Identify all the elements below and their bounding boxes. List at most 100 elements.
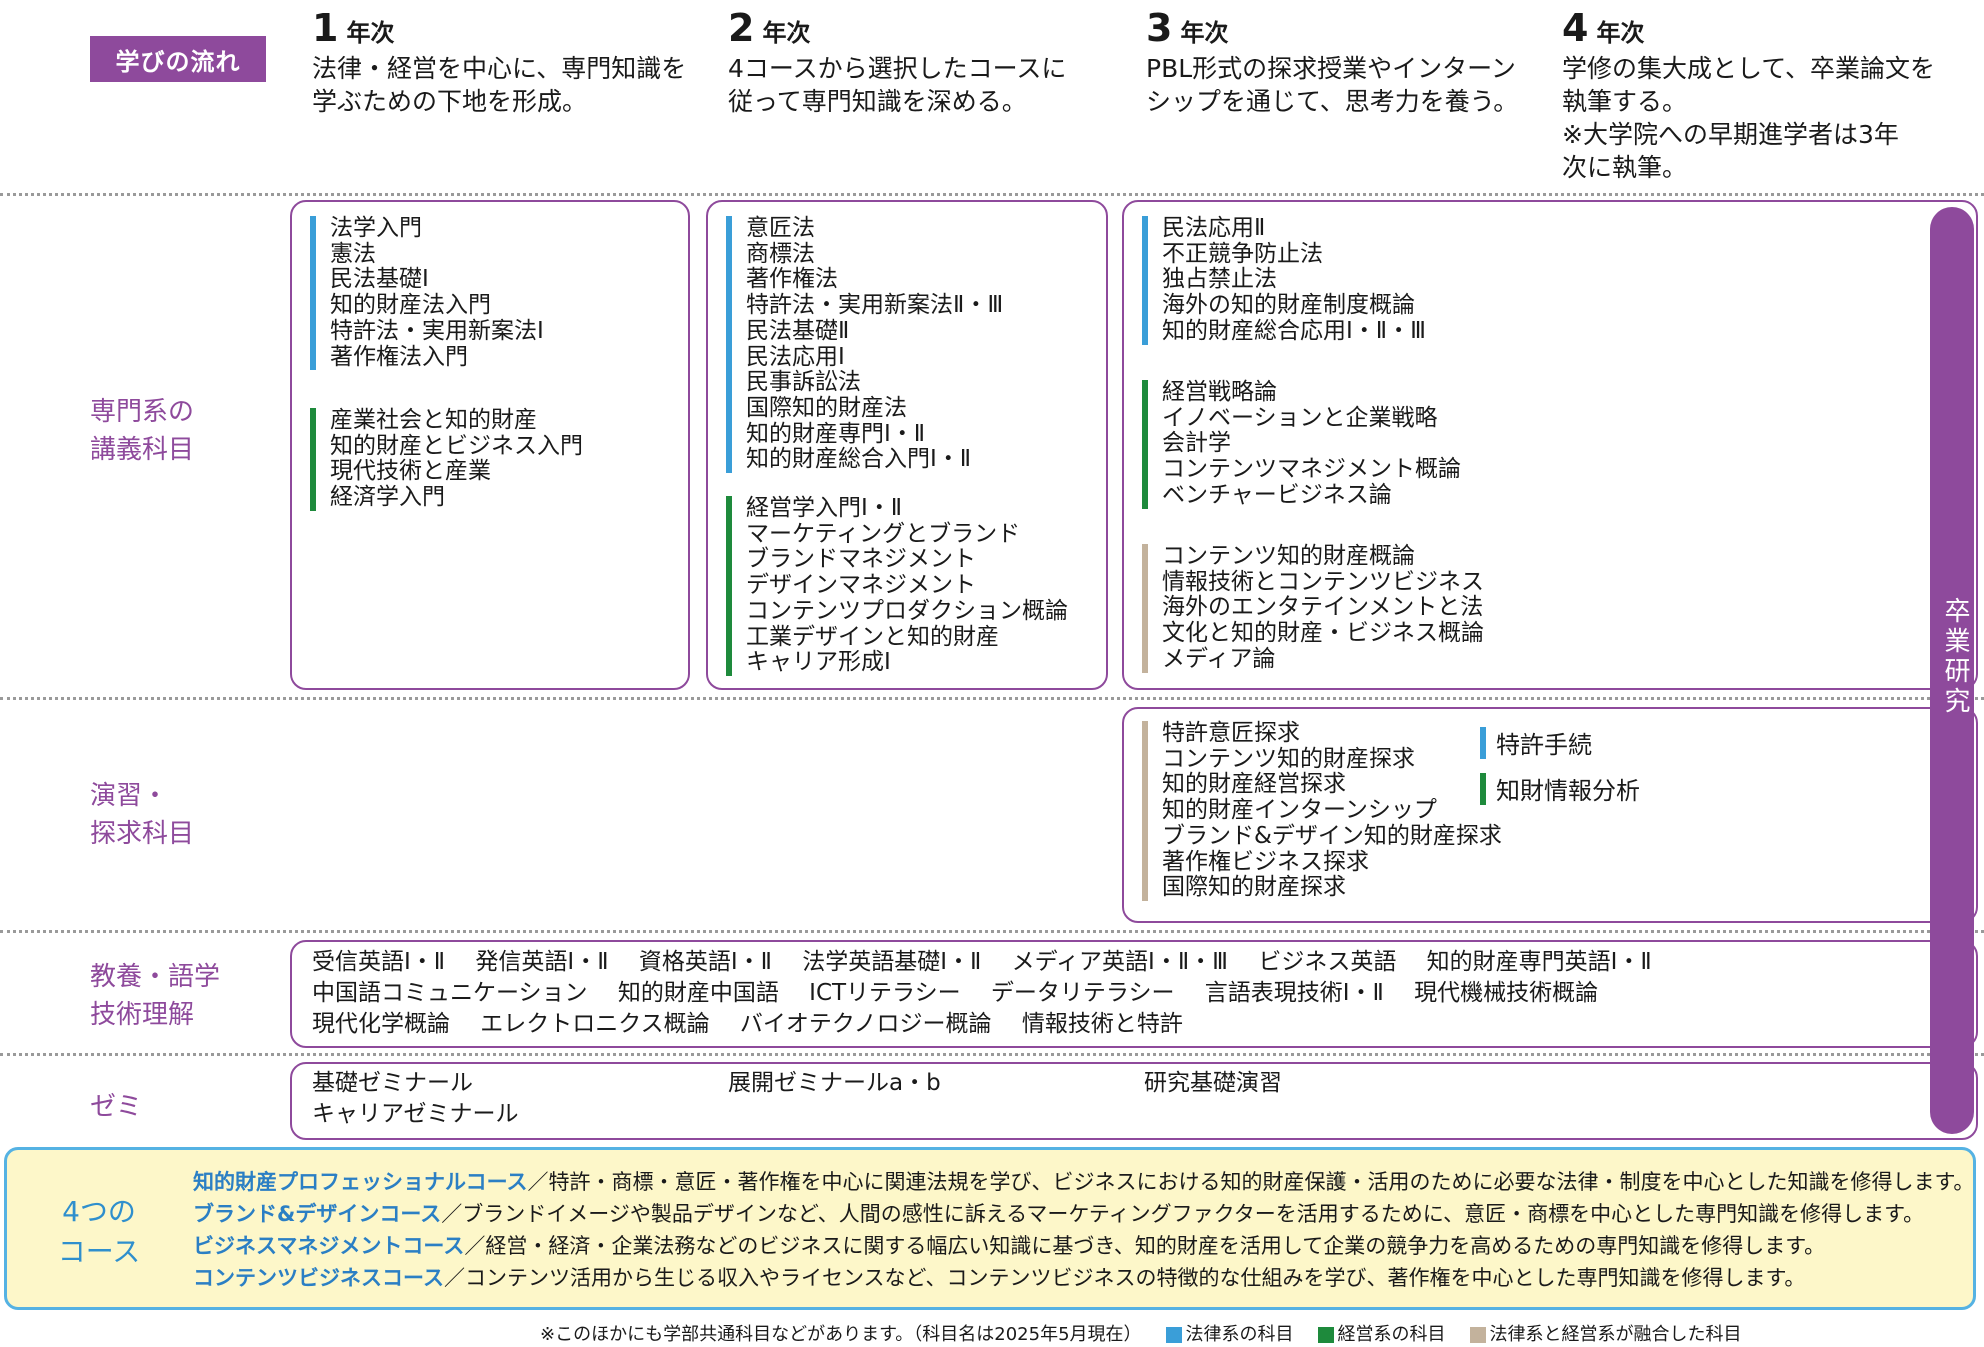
list-item: 憲法 xyxy=(330,240,376,267)
practice-item-label: 特許手続 xyxy=(1496,731,1592,759)
list-item: コンテンツプロダクション概論 xyxy=(746,597,1068,624)
mixed-course-group: コンテンツ知的財産概論 情報技術とコンテンツビジネス 海外のエンタテインメントと… xyxy=(1142,543,1484,673)
business-color-bar xyxy=(726,496,732,676)
year-unit: 年次 xyxy=(1596,19,1645,47)
legend-law-label: 法律系の科目 xyxy=(1185,1324,1294,1345)
list-item: 産業社会と知的財産 xyxy=(330,407,537,433)
list-item: 著作権法 xyxy=(746,266,838,293)
list-item: 知的財産総合入門Ⅰ・Ⅱ xyxy=(746,446,972,473)
course-list: 産業社会と知的財産 知的財産とビジネス入門 現代技術と産業 経済学入門 xyxy=(330,407,583,511)
list-item: イノベーションと企業戦略 xyxy=(1162,404,1438,431)
list-item: メディア論 xyxy=(1162,645,1276,672)
course-list: 経営学入門Ⅰ・Ⅱ マーケティングとブランド ブランドマネジメント デザインマネジ… xyxy=(746,495,1068,676)
list-item: 国際知的財産法 xyxy=(746,394,907,421)
list-item: 国際知的財産探求 xyxy=(1162,874,1346,901)
list-item: ブランド&デザイン知的財産探求 xyxy=(1162,822,1502,849)
year-unit: 年次 xyxy=(1180,19,1229,47)
liberal-arts-line: 現代化学概論 エレクトロニクス概論 バイオテクノロジー概論 情報技術と特許 xyxy=(312,1011,1183,1037)
law-color-bar xyxy=(1480,726,1486,759)
course-list: 経営戦略論 イノベーションと企業戦略 会計学 コンテンツマネジメント概論 ベンチ… xyxy=(1162,379,1461,509)
row-label-practice: 演習・ 探求科目 xyxy=(90,781,195,849)
list-item: 経営戦略論 xyxy=(1162,379,1277,405)
business-course-group: 経営戦略論 イノベーションと企業戦略 会計学 コンテンツマネジメント概論 ベンチ… xyxy=(1142,379,1461,509)
list-item: 経済学入門 xyxy=(330,484,445,511)
business-color-bar xyxy=(1142,380,1148,509)
course-list: 意匠法 商標法 著作権法 特許法・実用新案法Ⅱ・Ⅲ 民法基礎Ⅱ 民法応用Ⅰ 民事… xyxy=(746,215,1003,473)
list-item: コンテンツ知的財産概論 xyxy=(1162,543,1415,569)
legend-business-label: 経営系の科目 xyxy=(1337,1324,1446,1345)
year-description: 学修の集大成として、卒業論文を 執筆する。 ※大学院への早期進学者は3年 次に執… xyxy=(1562,54,1936,182)
year-2-lecture-box: 意匠法 商標法 著作権法 特許法・実用新案法Ⅱ・Ⅲ 民法基礎Ⅱ 民法応用Ⅰ 民事… xyxy=(706,200,1108,690)
list-item: キャリア形成Ⅰ xyxy=(746,649,891,676)
flow-badge: 学びの流れ xyxy=(90,36,266,82)
list-item: 著作権ビジネス探求 xyxy=(1162,848,1369,875)
year-description: 4コースから選択したコースに 従って専門知識を深める。 xyxy=(728,54,1067,116)
course-description: ／特許・商標・意匠・著作権を中心に関連法規を学び、ビジネスにおける知的財産保護・… xyxy=(527,1170,1975,1194)
practice-item-label: 知財情報分析 xyxy=(1496,777,1640,805)
list-item: 独占禁止法 xyxy=(1162,266,1277,293)
year-description: PBL形式の探求授業やインターン シップを通じて、思考力を養う。 xyxy=(1146,54,1519,116)
course-name: ビジネスマネジメントコース xyxy=(193,1234,465,1258)
seminar-year-1: 基礎ゼミナール キャリアゼミナール xyxy=(312,1070,519,1127)
course-descriptions: 知的財産プロフェッショナルコース／特許・商標・意匠・著作権を中心に関連法規を学び… xyxy=(193,1166,1974,1294)
list-item: 文化と知的財産・ビジネス概論 xyxy=(1162,620,1484,647)
list-item: 特許法・実用新案法Ⅰ xyxy=(330,317,544,344)
year-3-header: 3 年次 PBL形式の探求授業やインターン シップを通じて、思考力を養う。 xyxy=(1146,6,1546,118)
graduation-research-label: 卒業研究 xyxy=(1940,597,1970,717)
row-divider xyxy=(0,193,1984,196)
course-description: ／経営・経済・企業法務などのビジネスに関する幅広い知識に基づき、知的財産を活用し… xyxy=(464,1234,1826,1258)
row-label-seminar: ゼミ xyxy=(90,1092,143,1122)
row-divider xyxy=(0,1053,1984,1056)
law-color-bar xyxy=(726,216,732,474)
list-item: 知的財産専門Ⅰ・Ⅱ xyxy=(746,420,926,447)
list-item: 商標法 xyxy=(746,240,815,267)
row-divider xyxy=(0,697,1984,700)
mixed-course-group: 特許意匠探求 コンテンツ知的財産探求 知的財産経営探求 知的財産インターンシップ… xyxy=(1142,720,1502,901)
business-practice-item: 知財情報分析 xyxy=(1480,771,1640,806)
legend-law: 法律系の科目 xyxy=(1152,1320,1294,1346)
list-item: コンテンツ知的財産探求 xyxy=(1162,745,1415,772)
course-line: ビジネスマネジメントコース／経営・経済・企業法務などのビジネスに関する幅広い知識… xyxy=(193,1230,1974,1262)
list-item: 特許意匠探求 xyxy=(1162,720,1300,746)
seminar-year-2: 展開ゼミナールa・b xyxy=(728,1070,941,1096)
year-number: 3 xyxy=(1146,6,1173,50)
business-course-group: 産業社会と知的財産 知的財産とビジネス入門 現代技術と産業 経済学入門 xyxy=(310,407,583,511)
practice-box: 特許意匠探求 コンテンツ知的財産探求 知的財産経営探求 知的財産インターンシップ… xyxy=(1122,707,1978,923)
liberal-arts-box: 受信英語Ⅰ・Ⅱ 発信英語Ⅰ・Ⅱ 資格英語Ⅰ・Ⅱ 法学英語基礎Ⅰ・Ⅱ メディア英語… xyxy=(290,940,1978,1048)
list-item: 民法応用Ⅰ xyxy=(746,343,845,370)
mixed-color-bar xyxy=(1142,544,1148,673)
course-description: ／コンテンツ活用から生じる収入やライセンスなど、コンテンツビジネスの特徴的な仕組… xyxy=(443,1266,1806,1290)
list-item: 知的財産経営探求 xyxy=(1162,771,1346,798)
list-item: 民法基礎Ⅰ xyxy=(330,266,429,293)
list-item: ブランドマネジメント xyxy=(746,546,976,573)
liberal-arts-list: 受信英語Ⅰ・Ⅱ 発信英語Ⅰ・Ⅱ 資格英語Ⅰ・Ⅱ 法学英語基礎Ⅰ・Ⅱ メディア英語… xyxy=(312,947,1652,1040)
law-course-group: 法学入門 憲法 民法基礎Ⅰ 知的財産法入門 特許法・実用新案法Ⅰ 著作権法入門 xyxy=(310,215,544,371)
law-practice-item: 特許手続 xyxy=(1480,725,1592,760)
year-4-header: 4 年次 学修の集大成として、卒業論文を 執筆する。 ※大学院への早期進学者は3… xyxy=(1562,6,1962,184)
list-item: 民事訴訟法 xyxy=(746,369,861,396)
four-courses-label: 4つの コース xyxy=(57,1195,141,1268)
year-1-lecture-box: 法学入門 憲法 民法基礎Ⅰ 知的財産法入門 特許法・実用新案法Ⅰ 著作権法入門 … xyxy=(290,200,690,690)
law-course-group: 意匠法 商標法 著作権法 特許法・実用新案法Ⅱ・Ⅲ 民法基礎Ⅱ 民法応用Ⅰ 民事… xyxy=(726,215,1003,474)
year-1-header: 1 年次 法律・経営を中心に、専門知識を 学ぶための下地を形成。 xyxy=(312,6,712,118)
year-unit: 年次 xyxy=(762,19,811,47)
list-item: マーケティングとブランド xyxy=(746,520,1021,547)
seminar-year-3: 研究基礎演習 xyxy=(1144,1070,1282,1096)
course-description: ／ブランドイメージや製品デザインなど、人間の感性に訴えるマーケティングファクター… xyxy=(441,1202,1925,1226)
business-color-bar xyxy=(1480,772,1486,805)
course-list: コンテンツ知的財産概論 情報技術とコンテンツビジネス 海外のエンタテインメントと… xyxy=(1162,543,1484,673)
year-2-header: 2 年次 4コースから選択したコースに 従って専門知識を深める。 xyxy=(728,6,1128,118)
footer: ※このほかにも学部共通科目などがあります。（科目名は2025年5月現在） 法律系… xyxy=(540,1320,1742,1346)
course-list: 法学入門 憲法 民法基礎Ⅰ 知的財産法入門 特許法・実用新案法Ⅰ 著作権法入門 xyxy=(330,215,544,370)
list-item: 知的財産インターンシップ xyxy=(1162,797,1437,824)
list-item: 知的財産法入門 xyxy=(330,292,491,319)
list-item: 法学入門 xyxy=(330,215,422,241)
legend-business: 経営系の科目 xyxy=(1304,1320,1446,1346)
course-line: 知的財産プロフェッショナルコース／特許・商標・意匠・著作権を中心に関連法規を学び… xyxy=(193,1166,1974,1198)
list-item: 海外の知的財産制度概論 xyxy=(1162,292,1415,319)
legend-law-swatch xyxy=(1165,1327,1182,1343)
list-item: ベンチャービジネス論 xyxy=(1162,481,1392,508)
list-item: 現代技術と産業 xyxy=(330,458,491,485)
footer-note: ※このほかにも学部共通科目などがあります。（科目名は2025年5月現在） xyxy=(540,1324,1142,1345)
list-item: 経営学入門Ⅰ・Ⅱ xyxy=(746,495,903,521)
